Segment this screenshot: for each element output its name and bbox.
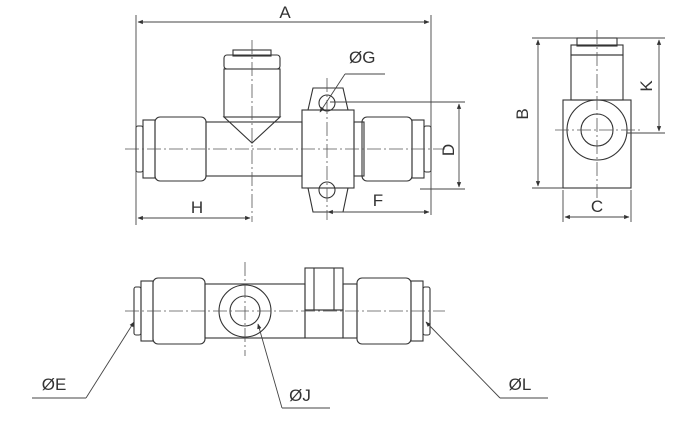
dimension-label-b: B — [513, 108, 532, 119]
dimension-label-l: ØL — [509, 375, 532, 394]
dimension-label-a: A — [279, 3, 291, 22]
dimension-label-d: D — [439, 144, 458, 156]
dimension-label-k: K — [637, 80, 656, 92]
dimension-label-h: H — [191, 198, 203, 217]
dimension-label-g: ØG — [349, 48, 375, 67]
side-dimensions — [532, 37, 665, 222]
front-dimensions — [135, 15, 465, 225]
dimension-label-f: F — [373, 191, 383, 210]
bottom-leaders — [32, 321, 548, 409]
side-view — [555, 30, 640, 198]
dimension-label-c: C — [591, 197, 603, 216]
bottom-view — [125, 262, 445, 356]
dimension-label-e: ØE — [42, 375, 67, 394]
dimension-label-j: ØJ — [289, 386, 311, 405]
front-view — [125, 40, 445, 222]
